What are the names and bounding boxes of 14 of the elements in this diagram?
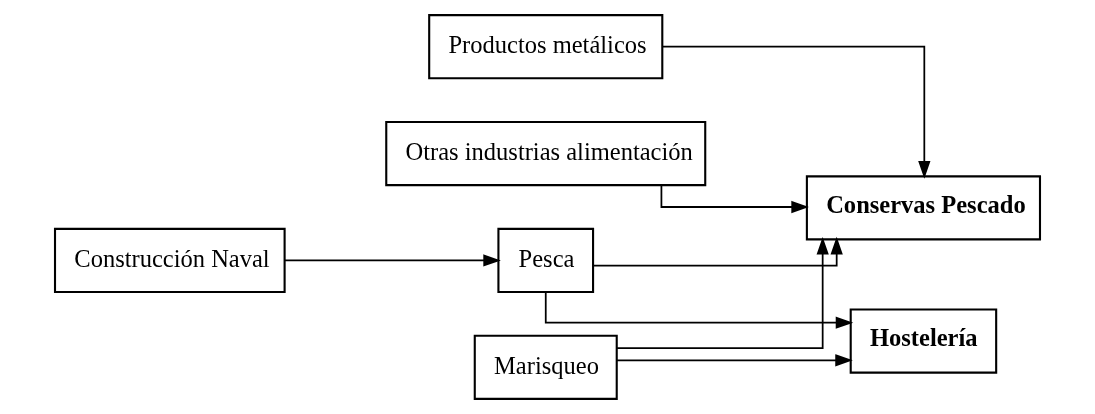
arrow [544, 291, 854, 329]
node-box: Pesca [497, 227, 595, 294]
node-box: Construcción Naval [53, 227, 286, 294]
node-box: Otras industrias alimentación [385, 120, 707, 187]
node-box: Marisqueo [473, 334, 618, 400]
arrow [615, 354, 853, 367]
arrow [283, 254, 501, 267]
arrow [661, 45, 931, 179]
arrow [592, 236, 843, 267]
node-box: Conservas Pescado [805, 175, 1042, 241]
node-box: Hostelería [849, 308, 998, 374]
arrow [660, 184, 809, 214]
node-box: Productos metálicos [428, 14, 664, 80]
arrow [616, 237, 829, 349]
